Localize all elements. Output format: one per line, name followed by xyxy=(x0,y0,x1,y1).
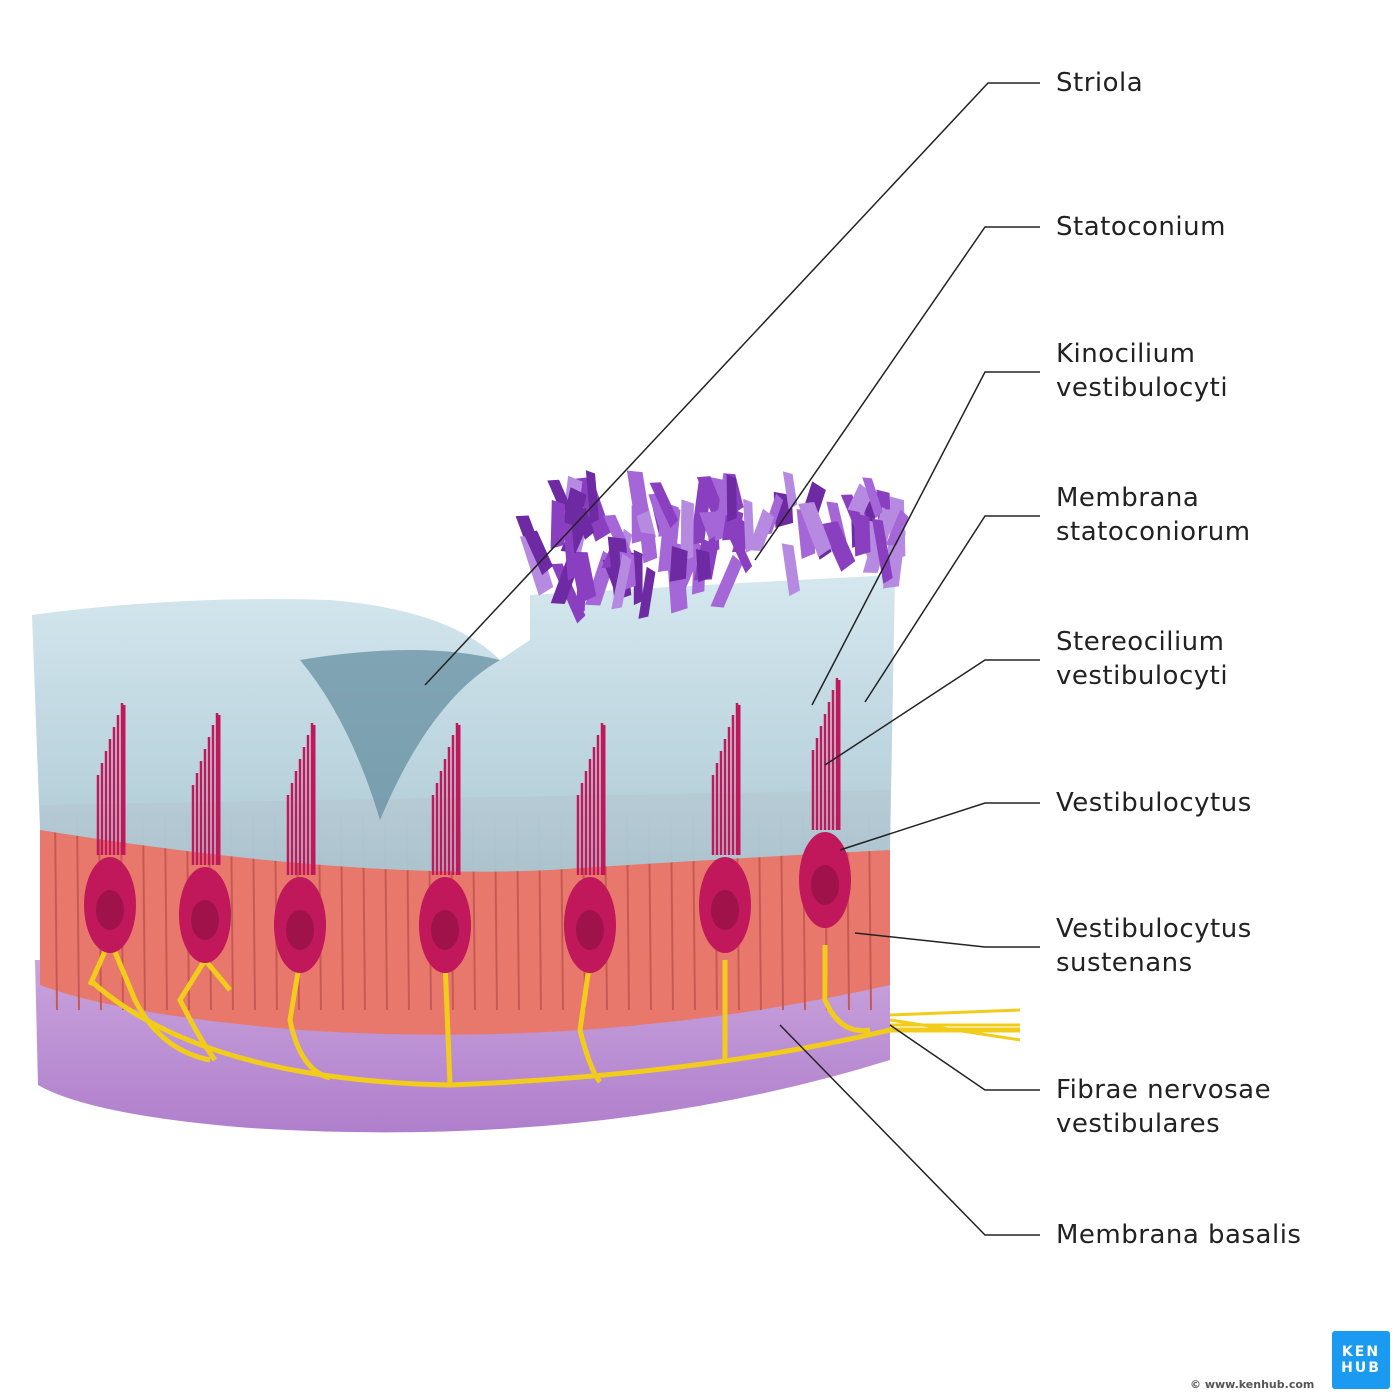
statoconium-crystal xyxy=(611,553,632,610)
hair-cells xyxy=(84,678,851,973)
statoconium-crystal xyxy=(725,529,753,574)
label-text: Stereocilium xyxy=(1056,627,1225,657)
statoconium-crystal xyxy=(550,499,566,549)
supporting-cell-border xyxy=(76,814,80,1011)
statoconium-crystal xyxy=(820,521,856,572)
label-text: vestibulocyti xyxy=(1056,373,1229,403)
logo-text: KEN xyxy=(1341,1344,1381,1360)
striola-groove xyxy=(300,650,500,820)
statoconium-crystal xyxy=(690,477,713,545)
statoconia xyxy=(515,470,909,624)
statoconium-crystal xyxy=(669,545,688,582)
statoconium-crystal xyxy=(585,470,599,525)
label-vestibulocytus: Vestibulocytus xyxy=(1056,786,1252,820)
hair-cell-nucleus xyxy=(431,910,459,950)
label-text: vestibulares xyxy=(1056,1109,1221,1139)
label-membrana-statoconiorum: Membrana statoconiorum xyxy=(1056,481,1251,549)
logo-text: HUB xyxy=(1341,1360,1381,1376)
statoconium-crystal xyxy=(885,509,909,546)
label-vestibulocytus-sustenans: Vestibulocytus sustenans xyxy=(1056,912,1252,980)
statoconium-crystal xyxy=(573,508,595,540)
label-text: Membrana basalis xyxy=(1056,1220,1302,1250)
statoconium-crystal xyxy=(847,483,873,513)
leader-lines xyxy=(424,82,1040,1236)
statoconium-crystal xyxy=(639,532,658,564)
statoconium-crystal xyxy=(871,518,893,584)
label-text: vestibulocyti xyxy=(1056,661,1229,691)
statoconium-crystal xyxy=(743,498,755,553)
label-fibrae-nervosae: Fibrae nervosae vestibulares xyxy=(1056,1073,1271,1141)
statoconium-crystal xyxy=(680,499,694,562)
statoconium-crystal xyxy=(699,511,722,540)
statoconium-crystal xyxy=(638,566,656,619)
statoconium-crystal xyxy=(747,508,775,551)
label-text: Striola xyxy=(1056,68,1144,98)
supporting-cell-border xyxy=(54,814,58,1011)
statoconium-crystal xyxy=(569,551,597,604)
label-text: Vestibulocytus xyxy=(1056,914,1252,944)
statoconium-crystal xyxy=(862,477,883,519)
hair-cell-nucleus xyxy=(191,900,219,940)
label-text: statoconiorum xyxy=(1056,517,1251,547)
hair-cell-nucleus xyxy=(286,910,314,950)
hair-cell-nucleus xyxy=(96,890,124,930)
statoconium-crystal xyxy=(798,502,832,558)
statoconium-crystal xyxy=(726,474,737,523)
hair-cell-nucleus xyxy=(811,865,839,905)
label-statoconium: Statoconium xyxy=(1056,210,1226,244)
label-text: Statoconium xyxy=(1056,212,1226,242)
label-text: sustenans xyxy=(1056,948,1193,978)
copyright: © www.kenhub.com xyxy=(1190,1378,1315,1391)
hair-cell-nucleus xyxy=(711,890,739,930)
statoconium-crystal xyxy=(649,482,679,529)
gelatinous-layer xyxy=(32,575,895,872)
supporting-cell-border xyxy=(142,814,146,1011)
label-kinocilium: Kinocilium vestibulocyti xyxy=(1056,337,1228,405)
label-text: Vestibulocytus xyxy=(1056,788,1252,818)
statoconium-crystal xyxy=(782,471,798,510)
statoconium-crystal xyxy=(781,543,800,597)
label-striola: Striola xyxy=(1056,66,1143,100)
statoconium-crystal xyxy=(710,554,743,608)
label-text: Membrana xyxy=(1056,483,1200,513)
statoconium-crystal xyxy=(562,521,577,581)
statoconium-crystal xyxy=(626,470,649,517)
statoconium-crystal xyxy=(633,549,643,606)
label-stereocilium: Stereocilium vestibulocyti xyxy=(1056,625,1228,693)
statoconium-crystal xyxy=(853,513,871,557)
label-text: Fibrae nervosae xyxy=(1056,1075,1272,1105)
statoconium-crystal xyxy=(523,530,553,576)
hair-cell-nucleus xyxy=(576,910,604,950)
label-text: Kinocilium xyxy=(1056,339,1196,369)
statoconium-crystal xyxy=(696,549,711,583)
label-membrana-basalis: Membrana basalis xyxy=(1056,1218,1301,1252)
